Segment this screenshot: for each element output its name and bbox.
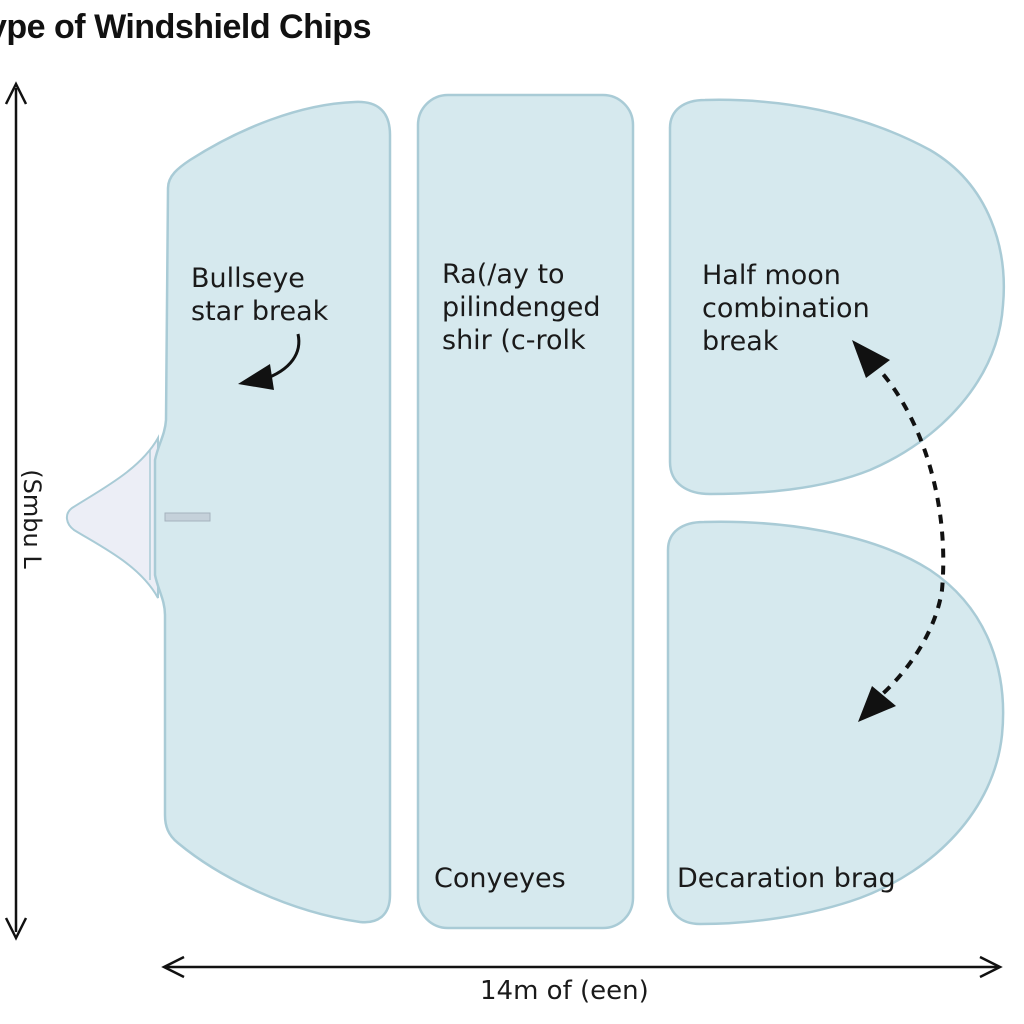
y-axis-arrow-bottom (4, 917, 28, 941)
left-notch-shape (66, 434, 159, 599)
left-panel-label: Bullseye star break (191, 263, 329, 327)
middle-panel-top-label: Ra(/ay to pilindenged shir (c-rolk (442, 259, 601, 356)
half-moon-arrowhead-bottom (858, 686, 896, 722)
y-axis-arrow-top (4, 81, 28, 105)
right-bottom-panel (666, 520, 1005, 926)
bullseye-arrowhead (238, 364, 274, 390)
half-moon-dashed-arrow (870, 360, 946, 700)
x-axis-label: 14m of (een) (480, 976, 649, 1006)
diagram-title: ype of Windshield Chips (0, 8, 372, 46)
right-top-panel-label: Half moon combination break (702, 260, 870, 357)
middle-panel-bottom-label: Conyeyes (434, 863, 566, 894)
y-axis-label: (Smbu L (18, 469, 46, 569)
x-axis-arrow-right (979, 955, 1003, 979)
middle-panel (416, 93, 635, 930)
left-panel (153, 100, 392, 924)
half-moon-arrowhead-top (852, 340, 890, 378)
left-panel-marker (164, 512, 211, 522)
x-axis-arrow-left (161, 955, 185, 979)
right-bottom-panel-label: Decaration brag (677, 863, 896, 894)
right-top-panel (668, 98, 1005, 496)
